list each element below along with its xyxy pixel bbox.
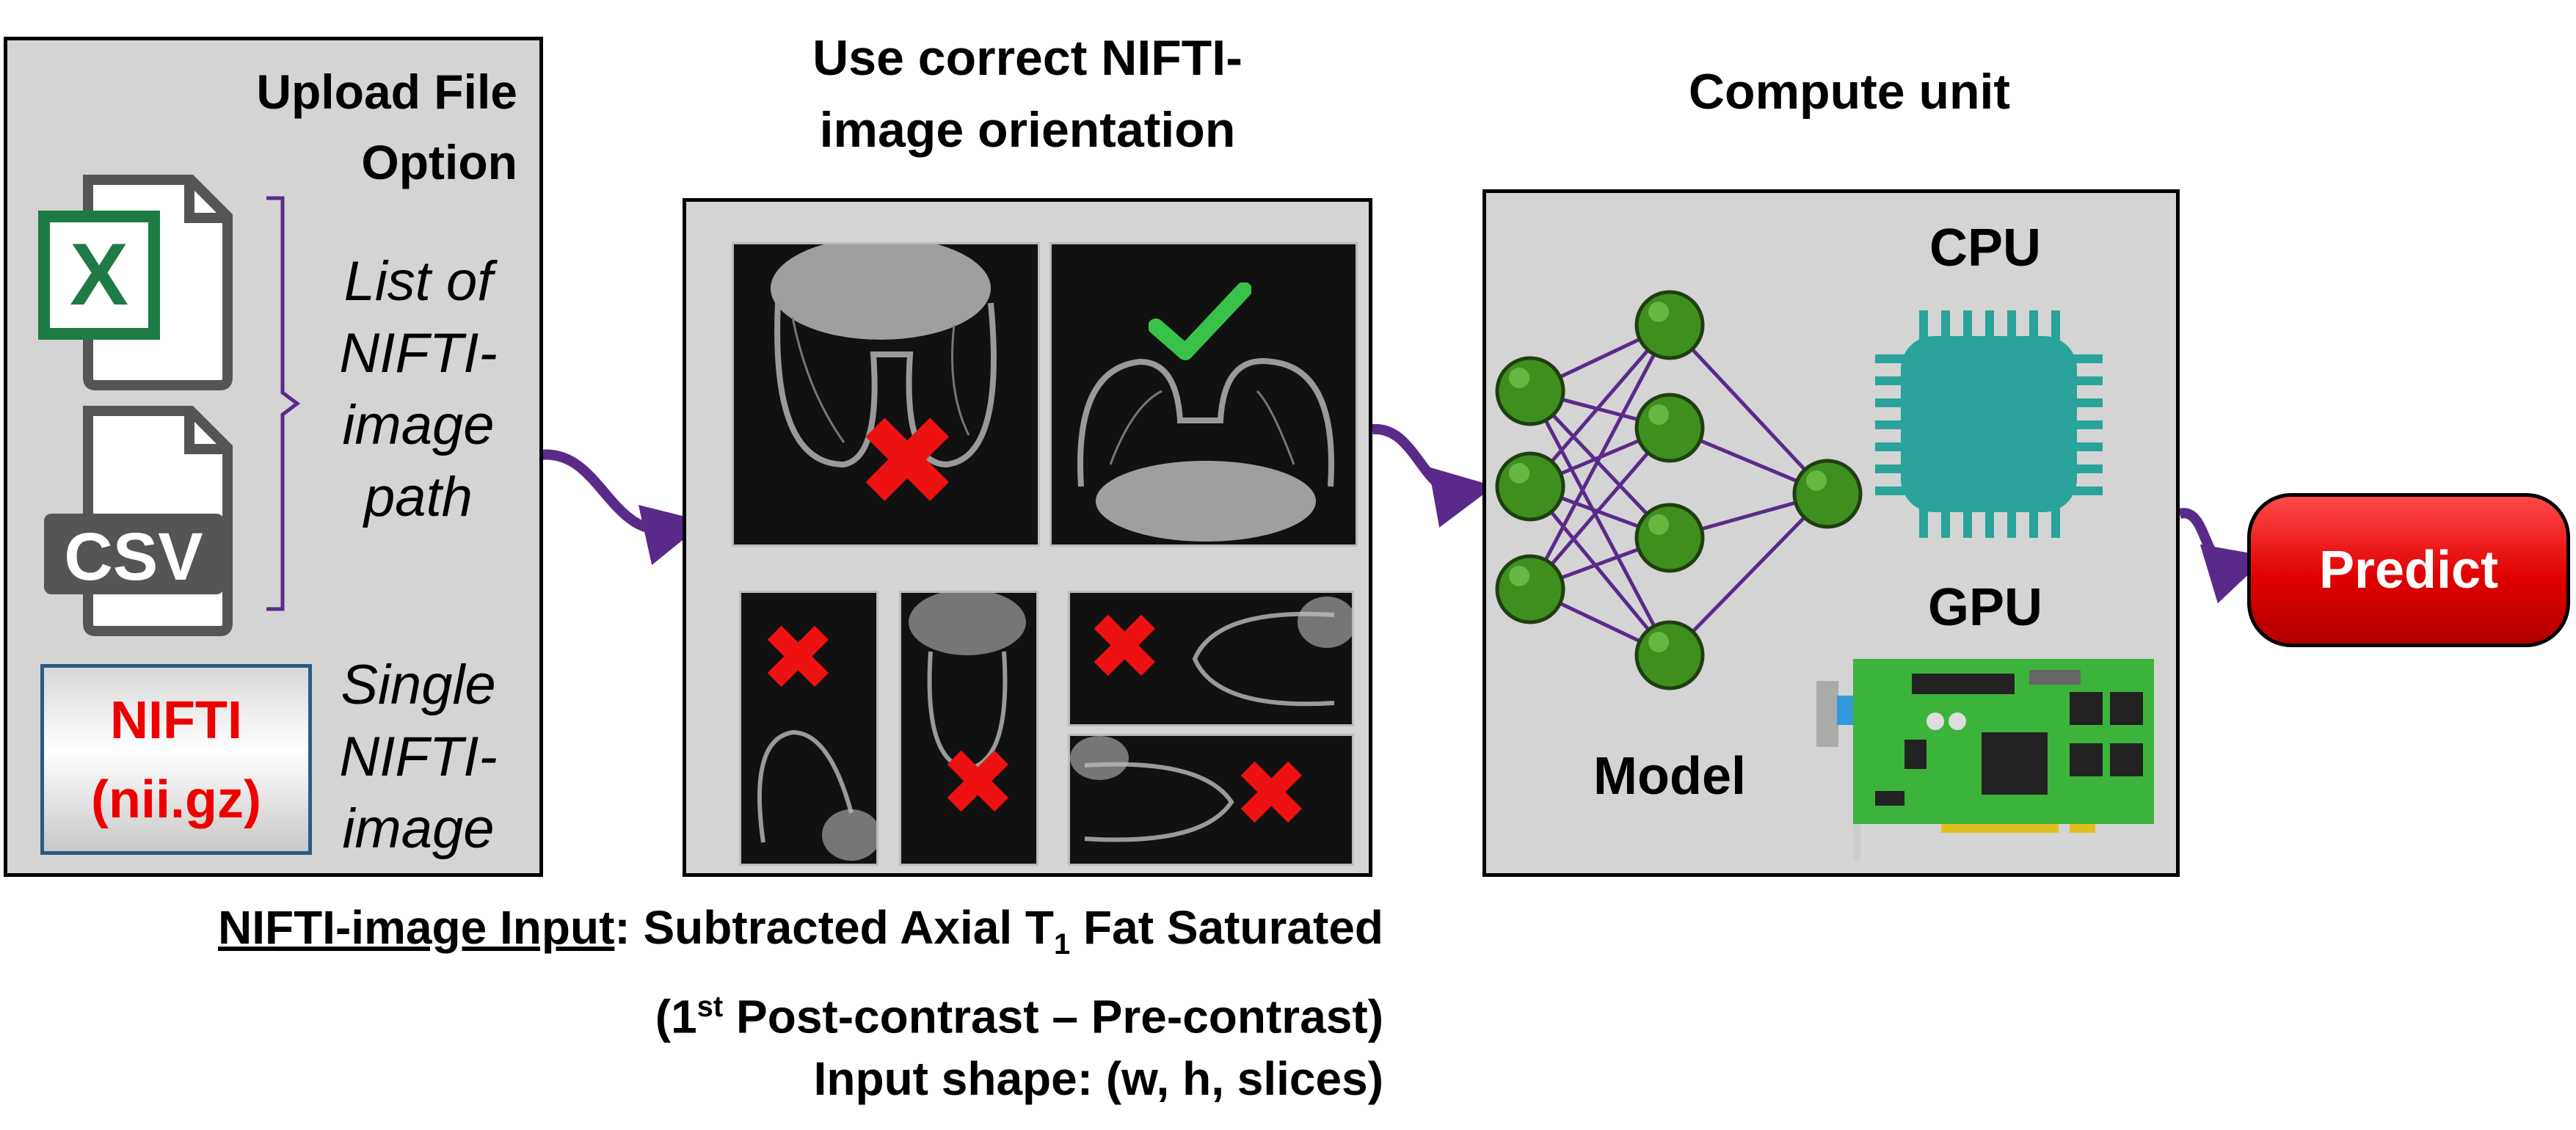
nifti-badge: NIFTI (nii.gz)	[40, 664, 312, 855]
caption-line-1: NIFTI-image Input: Subtracted Axial T1 F…	[217, 901, 1383, 960]
nn-node	[1495, 356, 1565, 426]
mri-thumb-1	[732, 242, 1040, 547]
nn-node	[1634, 290, 1705, 360]
arrow-compute-to-predict	[2178, 508, 2268, 604]
upload-panel: Upload File Option X CSV List of NIFTI- …	[4, 37, 543, 877]
nn-node	[1634, 393, 1705, 463]
orientation-title: Use correct NIFTI- image orientation	[812, 30, 1242, 158]
cross-mark-3: ✖	[760, 605, 837, 712]
cpu-chip-icon	[1875, 310, 2103, 538]
cross-mark-4: ✖	[939, 730, 1016, 836]
input-label: NIFTI-image Input	[217, 901, 615, 954]
excel-file-icon: X	[38, 175, 233, 390]
nn-node	[1634, 503, 1705, 573]
upload-title: Upload File Option	[256, 65, 517, 189]
csv-letters: CSV	[64, 520, 203, 594]
cross-mark-6: ✖	[1233, 741, 1310, 848]
mri-thumb-2-correct	[1049, 242, 1358, 547]
csv-file-icon: CSV	[44, 406, 233, 636]
gpu-label: GPU	[1927, 578, 2043, 637]
mri-thumb-4	[899, 591, 1038, 866]
nn-node	[1792, 459, 1863, 529]
caption: NIFTI-image Input: Subtracted Axial T1 F…	[73, 897, 1383, 1110]
neural-network-diagram	[1495, 290, 1863, 690]
model-label: Model	[1593, 747, 1746, 806]
excel-letter: X	[70, 225, 128, 324]
arrow-upload-to-orientation	[539, 449, 706, 566]
compute-panel: Model CPU GPU	[1482, 189, 2180, 877]
nn-node	[1634, 620, 1705, 690]
bracket	[266, 196, 301, 611]
arrow-orientation-to-compute	[1372, 423, 1495, 528]
cross-mark-1: ✖	[855, 390, 960, 535]
orientation-panel: ✖ ✖ ✖ ✖	[683, 198, 1372, 877]
cpu-label: CPU	[1929, 219, 2041, 277]
nn-node	[1495, 451, 1565, 522]
mri-thumb-5	[1068, 591, 1354, 726]
caption-line-2: (1st Post-contrast – Pre-contrast)	[655, 990, 1383, 1043]
predict-button[interactable]: Predict	[2247, 493, 2570, 647]
mri-thumb-3	[739, 591, 878, 866]
single-label: Single NIFTI- image	[339, 654, 498, 860]
compute-title: Compute unit	[1688, 64, 2011, 120]
nn-node	[1495, 554, 1565, 624]
gpu-card-icon	[1816, 659, 2154, 861]
cross-mark-5: ✖	[1086, 594, 1163, 701]
check-mark-icon	[1149, 282, 1251, 360]
caption-line-3: Input shape: (w, h, slices)	[813, 1052, 1383, 1106]
mri-thumb-6	[1068, 734, 1354, 866]
list-label: List of NIFTI- image path	[339, 250, 498, 528]
